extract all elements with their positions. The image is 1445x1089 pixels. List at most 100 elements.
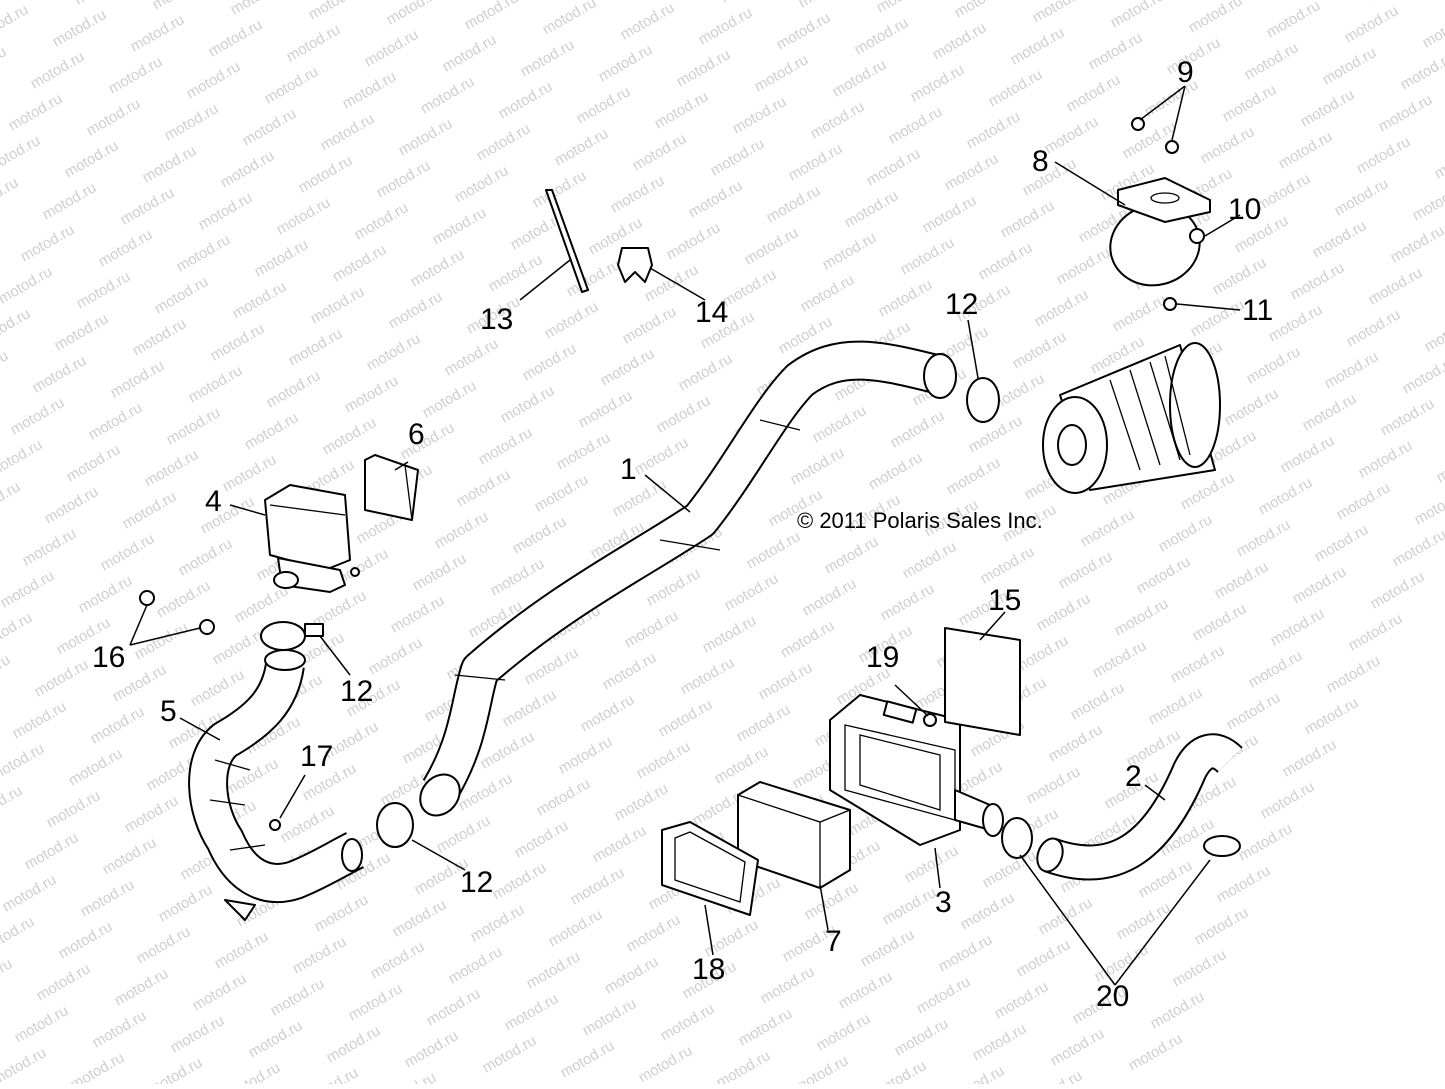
callout-20: 20 xyxy=(1096,982,1129,1012)
watermark-text: motod.ru xyxy=(462,0,522,33)
watermark-text: motod.ru xyxy=(0,0,53,3)
watermark-text: motod.ru xyxy=(1344,306,1404,350)
watermark-text: motod.ru xyxy=(618,0,678,43)
watermark-text: motod.ru xyxy=(1390,526,1445,570)
watermark-text: motod.ru xyxy=(18,221,78,265)
watermark-text: motod.ru xyxy=(228,0,288,18)
watermark-text: motod.ru xyxy=(42,483,102,527)
watermark-text: motod.ru xyxy=(420,377,480,421)
watermark-text: motod.ru xyxy=(898,234,958,278)
watermark-text: motod.ru xyxy=(532,471,592,515)
watermark-text: motod.ru xyxy=(62,137,122,181)
watermark-text: motod.ru xyxy=(1288,259,1348,303)
watermark-text: motod.ru xyxy=(1108,0,1168,31)
watermark-text: motod.ru xyxy=(330,241,390,285)
watermark-text: motod.ru xyxy=(72,0,132,8)
watermark-text: motod.ru xyxy=(210,624,270,668)
watermark-text: motod.ru xyxy=(900,538,960,582)
watermark-text: motod.ru xyxy=(0,609,35,653)
watermark-text: motod.ru xyxy=(1110,291,1170,335)
watermark-text: motod.ru xyxy=(576,387,636,431)
watermark-text: motod.ru xyxy=(262,63,322,107)
watermark-text: motod.ru xyxy=(796,0,856,11)
callout-11: 11 xyxy=(1242,296,1273,326)
watermark-text: motod.ru xyxy=(652,88,712,132)
watermark-text: motod.ru xyxy=(866,449,926,493)
watermark-text: motod.ru xyxy=(264,367,324,411)
watermark-text: motod.ru xyxy=(1220,81,1280,125)
watermark-text: motod.ru xyxy=(1376,91,1436,135)
watermark-text: motod.ru xyxy=(396,115,456,159)
watermark-text: motod.ru xyxy=(106,53,166,97)
watermark-text: motod.ru xyxy=(620,303,680,347)
watermark-text: motod.ru xyxy=(128,11,188,55)
watermark-text: motod.ru xyxy=(1078,506,1138,550)
watermark-text: motod.ru xyxy=(742,224,802,268)
watermark-text: motod.ru xyxy=(342,372,402,416)
watermark-text: motod.ru xyxy=(1048,1025,1108,1069)
watermark-text: motod.ru xyxy=(822,533,882,577)
watermark-text: motod.ru xyxy=(708,135,768,179)
watermark-text: motod.ru xyxy=(176,535,236,579)
watermark-text: motod.ru xyxy=(1300,390,1360,434)
watermark-text: motod.ru xyxy=(546,906,606,950)
watermark-text: motod.ru xyxy=(68,1049,128,1084)
watermark-text: motod.ru xyxy=(978,543,1038,587)
watermark-text: motod.ru xyxy=(792,1052,852,1084)
watermark-text: motod.ru xyxy=(1234,516,1294,560)
watermark-text: motod.ru xyxy=(40,179,100,223)
watermark-text: motod.ru xyxy=(30,352,90,396)
watermark-text: motod.ru xyxy=(964,108,1024,152)
watermark-text: motod.ru xyxy=(118,184,178,228)
watermark-text: motod.ru xyxy=(1188,296,1248,340)
watermark-text: motod.ru xyxy=(820,229,880,273)
watermark-text: motod.ru xyxy=(676,350,736,394)
watermark-text: motod.ru xyxy=(268,975,328,1019)
callout-12-c: 12 xyxy=(460,868,493,898)
watermark-text: motod.ru xyxy=(50,6,110,50)
watermark-text: motod.ru xyxy=(1024,763,1084,807)
watermark-text: motod.ru xyxy=(0,520,1,564)
watermark-text: motod.ru xyxy=(424,985,484,1029)
watermark-text: motod.ru xyxy=(434,812,494,856)
watermark-text: motod.ru xyxy=(880,884,940,928)
watermark-text: motod.ru xyxy=(488,555,548,599)
watermark-text: motod.ru xyxy=(86,399,146,443)
watermark-text: motod.ru xyxy=(1020,155,1080,199)
watermark-text: motod.ru xyxy=(302,1064,362,1084)
watermark-text: motod.ru xyxy=(944,454,1004,498)
watermark-text: motod.ru xyxy=(774,9,834,53)
watermark-text: motod.ru xyxy=(798,271,858,315)
callout-2: 2 xyxy=(1125,762,1142,792)
watermark-text: motod.ru xyxy=(134,923,194,967)
watermark-text: motod.ru xyxy=(920,192,980,236)
watermark-text: motod.ru xyxy=(578,691,638,735)
watermark-text: motod.ru xyxy=(390,896,450,940)
watermark-text: motod.ru xyxy=(800,575,860,619)
part-6-filter xyxy=(365,455,418,520)
watermark-text: motod.ru xyxy=(636,1042,696,1084)
watermark-text: motod.ru xyxy=(208,320,268,364)
watermark-text: motod.ru xyxy=(454,466,514,510)
callout-6: 6 xyxy=(408,420,425,450)
watermark-text: motod.ru xyxy=(156,881,216,925)
watermark-text: motod.ru xyxy=(478,728,538,772)
watermark-text: motod.ru xyxy=(608,172,668,216)
watermark-text: motod.ru xyxy=(368,938,428,982)
watermark-text: motod.ru xyxy=(0,436,45,480)
watermark-text: motod.ru xyxy=(1320,44,1380,88)
watermark-text: motod.ru xyxy=(66,745,126,789)
watermark-text: motod.ru xyxy=(0,740,47,784)
watermark-text: motod.ru xyxy=(908,61,968,105)
watermark-text: motod.ru xyxy=(402,1027,462,1071)
watermark-text: motod.ru xyxy=(52,310,112,354)
watermark-text: motod.ru xyxy=(0,824,3,868)
watermark-text: motod.ru xyxy=(700,612,760,656)
watermark-text: motod.ru xyxy=(224,1059,284,1084)
watermark-text: motod.ru xyxy=(510,513,570,557)
watermark-text: motod.ru xyxy=(568,864,628,908)
watermark-text: motod.ru xyxy=(1266,301,1326,345)
watermark-text: motod.ru xyxy=(220,451,280,495)
